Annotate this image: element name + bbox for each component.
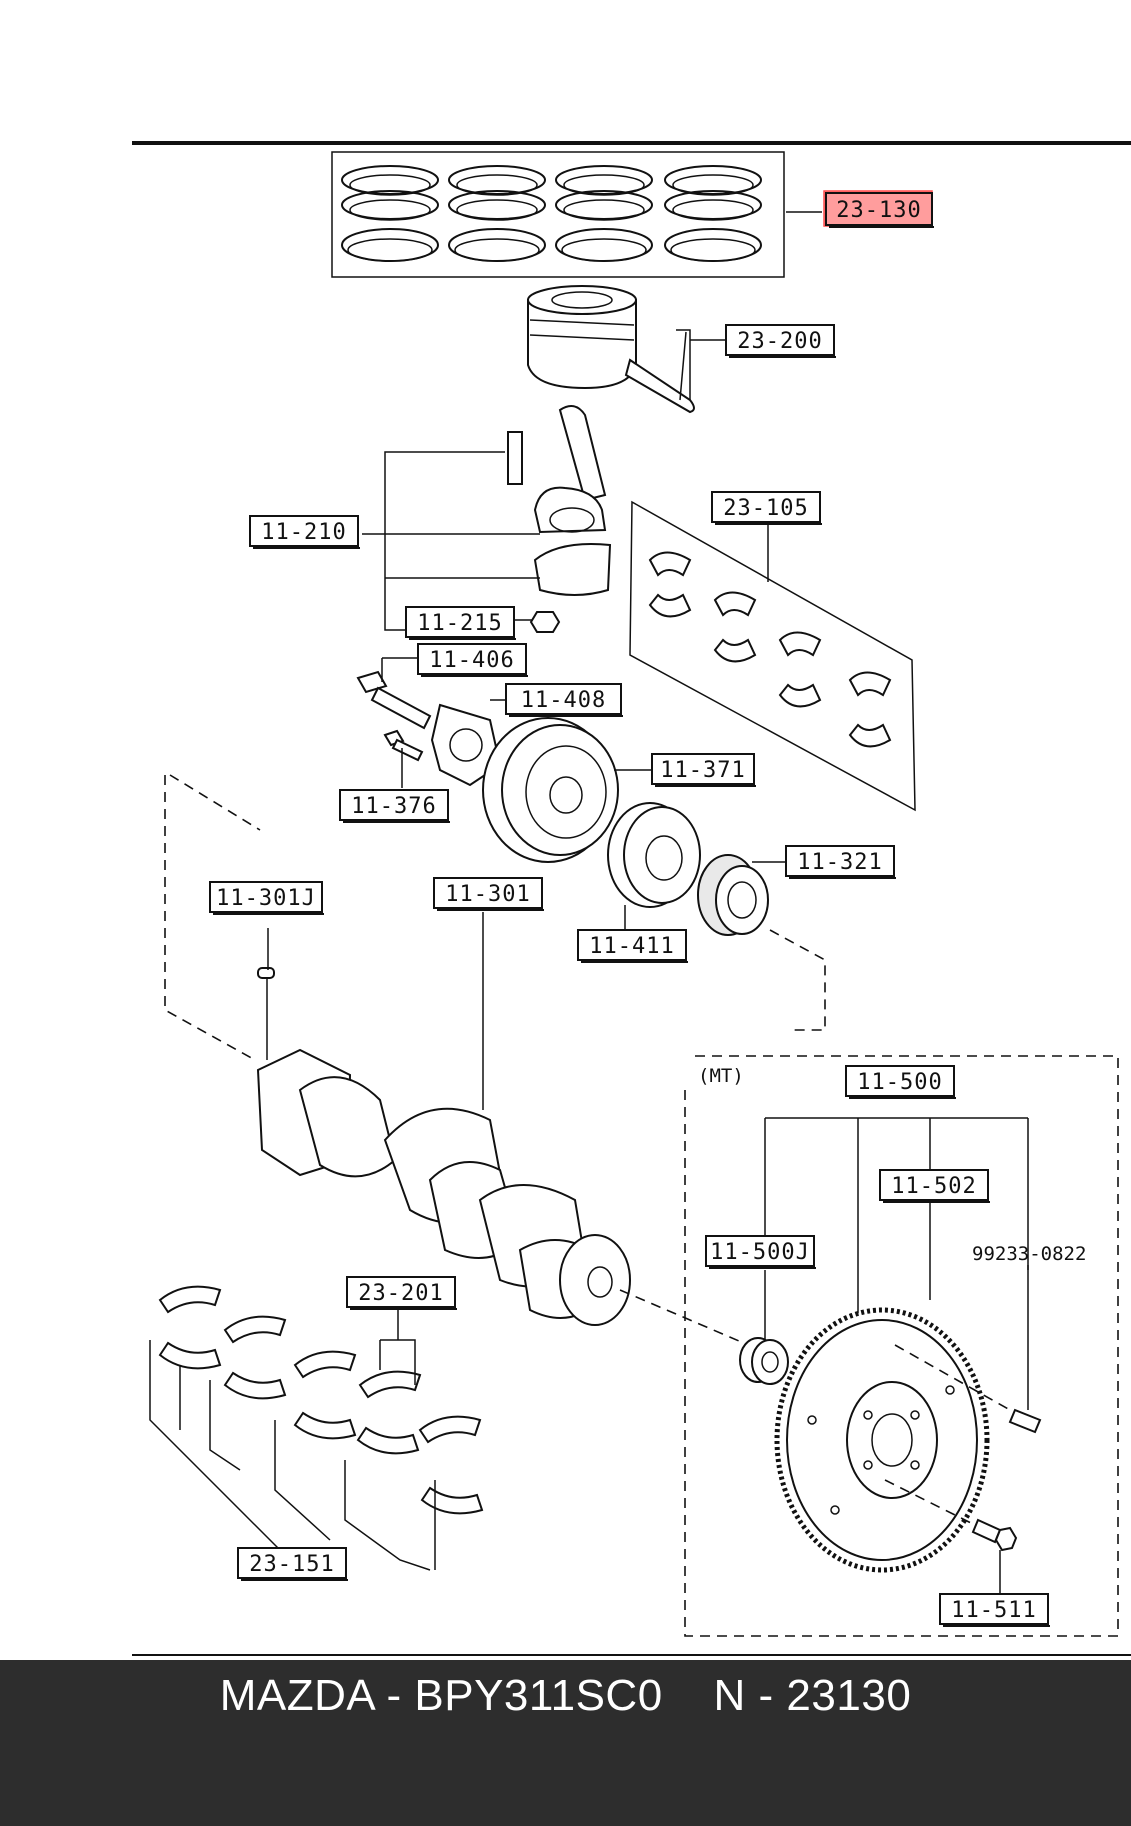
timing-pulley [607, 802, 701, 908]
crankshaft [256, 967, 631, 1326]
callout-label: 11-406 [429, 648, 514, 673]
callout-11-406: 11-406 [417, 643, 528, 677]
callout-23-130: 23-130 [825, 192, 934, 228]
callout-label: 11-210 [261, 520, 346, 545]
timing-gear [697, 854, 769, 936]
callout-label: 11-511 [951, 1598, 1036, 1623]
label-99233-0822: 99233-0822 [972, 1243, 1086, 1265]
callout-11-301: 11-301 [433, 877, 544, 911]
callout-11-210: 11-210 [249, 515, 360, 549]
callout-label: 11-215 [417, 611, 502, 636]
footer-bar [0, 1660, 1131, 1826]
callout-label: 11-321 [797, 850, 882, 875]
callout-label: 23-105 [723, 496, 808, 521]
callout-label: 23-151 [249, 1552, 334, 1577]
callout-11-500: 11-500 [845, 1065, 956, 1099]
callout-11-411: 11-411 [577, 929, 688, 963]
mt-section-label: (MT) [698, 1065, 744, 1087]
callout-label: 11-376 [351, 794, 436, 819]
callout-label: 11-502 [891, 1174, 976, 1199]
callout-11-511: 11-511 [939, 1593, 1050, 1627]
flywheel-bolt [971, 1518, 1018, 1552]
callout-label: 11-411 [589, 934, 674, 959]
callout-11-502: 11-502 [879, 1169, 990, 1203]
callout-label: 11-500J [710, 1240, 810, 1265]
pulley-bolt [356, 670, 432, 730]
dowel-pin [1008, 1408, 1042, 1434]
small-bolt [383, 729, 424, 762]
callout-label: 23-200 [737, 329, 822, 354]
callout-label: 23-201 [358, 1281, 443, 1306]
mt-section-box [684, 1055, 1119, 1637]
piston [527, 285, 695, 414]
piston-rings [331, 151, 785, 278]
callout-11-215: 11-215 [405, 606, 516, 640]
callout-23-151: 23-151 [237, 1547, 348, 1581]
callout-11-376: 11-376 [339, 789, 450, 823]
callout-label: 23-130 [836, 198, 921, 223]
callout-11-408: 11-408 [505, 683, 623, 717]
callout-label: 11-301J [216, 886, 316, 911]
conrod-bearings [629, 500, 916, 812]
main-bearings [158, 1285, 484, 1515]
connecting-rod [507, 405, 612, 633]
callout-23-200: 23-200 [725, 324, 836, 358]
callout-label: 11-371 [660, 758, 745, 783]
callout-11-321: 11-321 [785, 845, 896, 879]
callout-11-500j: 11-500J [705, 1235, 816, 1269]
pilot-bearing [739, 1337, 789, 1385]
callout-label: 11-408 [521, 688, 606, 713]
crank-pulley [482, 717, 619, 863]
callout-23-201: 23-201 [346, 1276, 457, 1310]
pulley-washer [430, 703, 502, 787]
flywheel [774, 1307, 990, 1573]
footer-text: MAZDA - BPY311SC0 N - 23130 [219, 1671, 912, 1720]
callout-label: 11-500 [857, 1070, 942, 1095]
callout-11-371: 11-371 [651, 753, 756, 787]
callout-23-105: 23-105 [711, 491, 822, 525]
callout-11-301j: 11-301J [209, 881, 324, 915]
callout-label: 11-301 [445, 882, 530, 907]
